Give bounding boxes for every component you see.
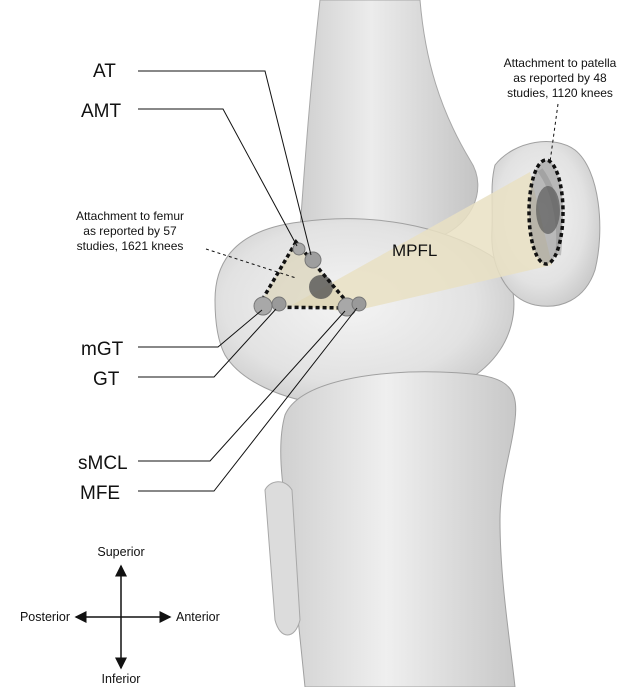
svg-text:as reported by 48: as reported by 48 bbox=[513, 71, 607, 85]
svg-text:as reported by 57: as reported by 57 bbox=[83, 224, 177, 238]
mfe-landmark bbox=[352, 297, 366, 311]
anterior-label: Anterior bbox=[176, 610, 220, 624]
mgt-label: mGT bbox=[81, 339, 124, 360]
svg-text:Attachment to femur: Attachment to femur bbox=[76, 209, 184, 223]
svg-text:studies, 1621 knees: studies, 1621 knees bbox=[77, 239, 184, 253]
inferior-label: Inferior bbox=[102, 672, 141, 686]
mfe-label: MFE bbox=[80, 483, 120, 504]
femur-shaft bbox=[300, 0, 478, 240]
at-label: AT bbox=[93, 61, 116, 82]
gt-label: GT bbox=[93, 369, 120, 390]
orientation-compass: Superior Inferior Anterior Posterior bbox=[20, 545, 220, 686]
svg-text:studies, 1120 knees: studies, 1120 knees bbox=[507, 86, 613, 100]
posterior-label: Posterior bbox=[20, 610, 70, 624]
smcl-label: sMCL bbox=[78, 453, 128, 474]
mpfl-label: MPFL bbox=[392, 241, 437, 260]
gt-landmark bbox=[272, 297, 286, 311]
tibia bbox=[265, 372, 516, 687]
superior-label: Superior bbox=[97, 545, 144, 559]
patella-attachment-region bbox=[529, 160, 563, 264]
mgt-landmark bbox=[254, 297, 272, 315]
patella-note: Attachment to patella as reported by 48 … bbox=[504, 56, 617, 100]
at-landmark bbox=[305, 252, 321, 268]
svg-text:Attachment to patella: Attachment to patella bbox=[504, 56, 617, 70]
femur-note: Attachment to femur as reported by 57 st… bbox=[76, 209, 184, 253]
amt-label: AMT bbox=[81, 101, 122, 122]
amt-landmark bbox=[293, 243, 305, 255]
